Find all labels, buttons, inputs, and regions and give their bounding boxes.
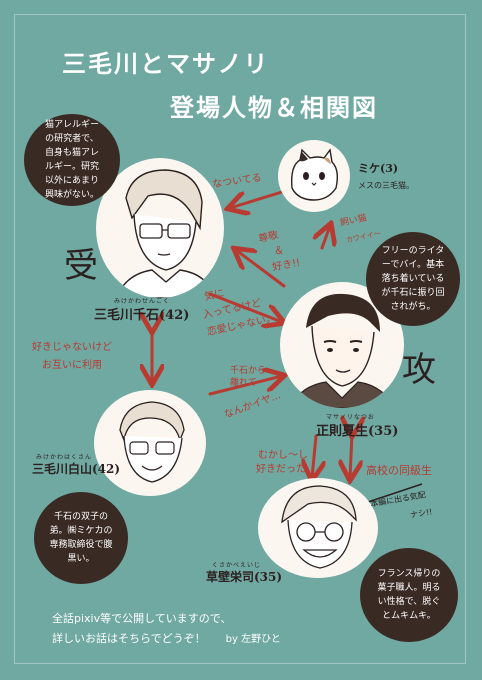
shirayama-name: 三毛川白山(42) [32,462,121,476]
label-hanarete: 離れて [230,378,257,388]
eiji-ruby: くさかべえいじ [212,562,262,569]
footer-line-1: 全話pixiv等で公開していますので、 [52,612,232,625]
natsuo-name: 正則夏生(35) [316,424,399,439]
natsuo-description-bubble: フリーのライターでバイ。基本落ち着いているが千石に振り回されがち。 [366,232,460,326]
page-subtitle: 登場人物＆相関図 [170,93,378,122]
label-koukou: 高校の同級生 [366,464,432,477]
label-sukijanai-1: 好きじゃないけど [32,342,112,353]
natsuo-description: フリーのライターでバイ。基本落ち着いているが千石に振り回されがち。 [381,246,445,312]
page-title: 三毛川とマサノリ [62,49,270,78]
eiji-description: フランス帰りの菓子職人。明るい性格で、脱ぐとムキムキ。 [377,569,441,621]
shirayama-description-bubble: 千石の双子の弟。㈱ミケカの専務取締役で腹黒い。 [34,492,128,584]
eiji-description-bubble: フランス帰りの菓子職人。明るい性格で、脱ぐとムキムキ。 [360,548,458,642]
cat-name: ミケ(3) [358,162,399,175]
page-frame [14,14,466,664]
chitose-portrait [96,158,224,298]
cat-description: メスの三毛猫。 [358,181,414,190]
cat-portrait [278,140,350,212]
eiji-portrait [258,478,378,578]
label-chitose-kara: 千石から [230,366,267,376]
chitose-name: 三毛川千石(42) [94,308,190,323]
chitose-description-bubble: 猫アレルギーの研究者で、自身も猫アレルギー。研究以外にあまり興味がない。 [24,114,120,206]
label-amp: ＆ [274,246,284,257]
seme-mark: 攻 [402,350,436,390]
natsuo-ruby: マサノリなつお [326,414,375,421]
chitose-ruby: みけかわせんごく [114,298,171,305]
shirayama-ruby: みけかわはくさん [36,454,93,461]
shirayama-portrait [94,390,206,496]
uke-mark: 受 [64,246,98,286]
label-sukijanai-2: お互いに利用 [42,360,102,371]
author-credit: by 左野ひと [225,634,281,645]
shirayama-description: 千石の双子の弟。㈱ミケカの専務取締役で腹黒い。 [49,512,113,564]
eiji-name: 草壁栄司(35) [206,570,283,584]
label-mukashi: むかし〜し [258,450,308,461]
footer-text: 詳しいお話はそちらでどうぞ！ [52,632,206,645]
footer-line-2: 詳しいお話はそちらでどうぞ！ by 左野ひと [52,630,281,646]
label-sukidatta: 好きだった [256,464,306,475]
chitose-description: 猫アレルギーの研究者で、自身も猫アレルギー。研究以外にあまり興味がない。 [44,120,99,200]
